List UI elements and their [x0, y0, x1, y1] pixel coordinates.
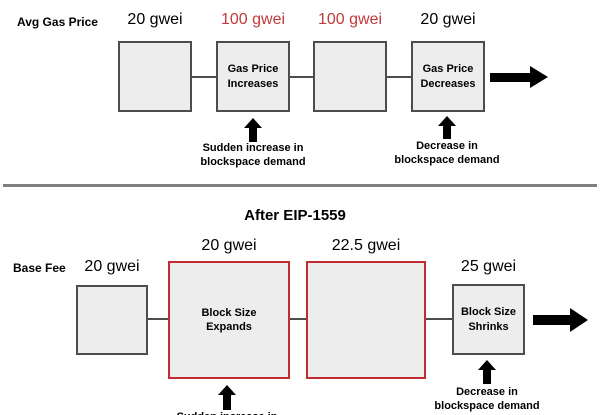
after-annotation-1: Sudden increase in [157, 411, 297, 415]
after-box-1 [76, 285, 148, 355]
connector-line [387, 76, 411, 78]
before-box-3 [313, 41, 387, 112]
connector-line [426, 318, 452, 320]
up-arrow-icon [438, 116, 456, 139]
section-divider [3, 184, 597, 187]
after-box-4-label: Block Size Shrinks [460, 306, 517, 333]
before-price-2: 100 gwei [220, 11, 286, 28]
up-arrow-icon [218, 385, 236, 410]
after-box-2: Block Size Expands [168, 261, 290, 379]
after-price-4: 25 gwei [460, 258, 517, 275]
right-arrow-icon [533, 308, 588, 332]
before-box-2-label: Gas Price Increases [227, 63, 279, 90]
before-box-4-label: Gas Price Decreases [420, 63, 476, 90]
connector-line [290, 76, 313, 78]
before-box-4: Gas Price Decreases [411, 41, 485, 112]
after-price-3: 22.5 gwei [331, 237, 401, 254]
before-annotation-1: Sudden increase in blockspace demand [200, 142, 306, 168]
before-price-3: 100 gwei [317, 11, 383, 28]
connector-line [148, 318, 168, 320]
before-box-2: Gas Price Increases [216, 41, 290, 112]
up-arrow-icon [478, 360, 496, 384]
before-row-label: Avg Gas Price [17, 15, 98, 29]
after-annotation-2: Decrease in blockspace demand [434, 386, 540, 412]
after-section-title: After EIP-1559 [244, 207, 346, 224]
before-price-1: 20 gwei [127, 11, 183, 28]
up-arrow-icon [244, 118, 262, 142]
before-annotation-2: Decrease in blockspace demand [394, 140, 500, 166]
before-box-1 [118, 41, 192, 112]
before-price-4: 20 gwei [420, 11, 476, 28]
after-price-2: 20 gwei [201, 237, 257, 254]
after-price-1: 20 gwei [84, 258, 140, 275]
after-box-3 [306, 261, 426, 379]
after-box-2-label: Block Size Expands [201, 306, 257, 333]
connector-line [192, 76, 216, 78]
after-box-4: Block Size Shrinks [452, 284, 525, 355]
connector-line [290, 318, 306, 320]
after-row-label: Base Fee [13, 261, 66, 275]
right-arrow-icon [490, 66, 548, 88]
